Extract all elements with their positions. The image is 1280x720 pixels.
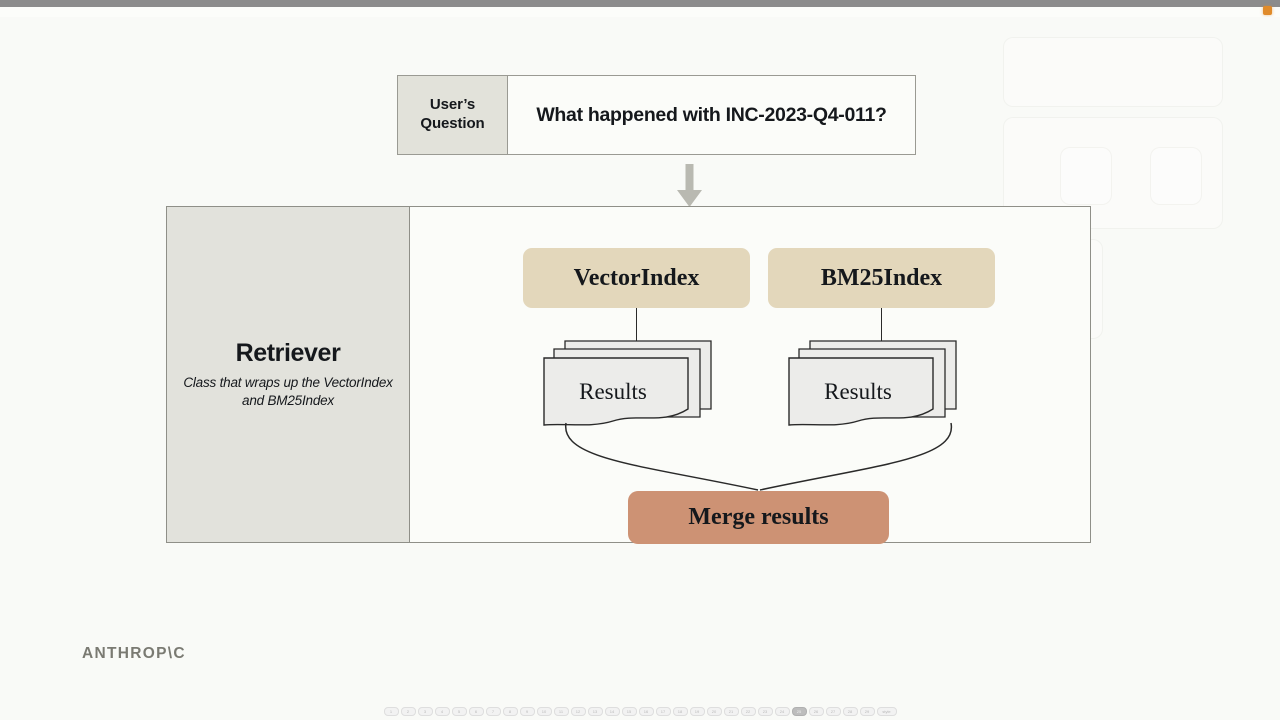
slide-pill-24[interactable]: 24 [774, 707, 790, 716]
slide-pill-style[interactable]: style [876, 707, 897, 716]
slide-pill-10[interactable]: 10 [536, 707, 552, 716]
ghost-shape-3 [1060, 147, 1112, 205]
slide-pill-23[interactable]: 23 [757, 707, 773, 716]
slide-pill-26[interactable]: 26 [808, 707, 824, 716]
slide-pill-13[interactable]: 13 [587, 707, 603, 716]
recording-dot-icon[interactable] [1263, 6, 1272, 15]
slide-pill-11[interactable]: 11 [553, 707, 569, 716]
slide-pill-8[interactable]: 8 [502, 707, 518, 716]
arrow-down-icon [677, 164, 702, 207]
slide-pill-18[interactable]: 18 [672, 707, 688, 716]
slide-pill-27[interactable]: 27 [825, 707, 841, 716]
slide-pill-2[interactable]: 2 [400, 707, 416, 716]
slide-pill-3[interactable]: 3 [417, 707, 433, 716]
top-bar-underlay [0, 7, 1280, 17]
ghost-shape-1 [1003, 37, 1223, 107]
retriever-title: Retriever [235, 338, 341, 367]
slide-pill-25[interactable]: 25 [791, 707, 807, 716]
bm25-index-box[interactable]: BM25Index [768, 248, 995, 308]
retriever-description-pane: Retriever Class that wraps up the Vector… [167, 207, 410, 542]
slide-pill-16[interactable]: 16 [638, 707, 654, 716]
document-stack-icon [788, 340, 957, 426]
merge-results-box[interactable]: Merge results [628, 491, 889, 544]
bm25-results-stack[interactable]: Results [788, 335, 963, 435]
user-question-row: User’s Question What happened with INC-2… [397, 75, 916, 155]
slide-pill-17[interactable]: 17 [655, 707, 671, 716]
slide-pill-9[interactable]: 9 [519, 707, 535, 716]
vector-index-connector [636, 308, 638, 346]
slide-pill-7[interactable]: 7 [485, 707, 501, 716]
user-question-label: User’s Question [398, 76, 508, 154]
slide-pill-22[interactable]: 22 [740, 707, 756, 716]
slide-pill-15[interactable]: 15 [621, 707, 637, 716]
slide-pill-6[interactable]: 6 [468, 707, 484, 716]
slide-pill-5[interactable]: 5 [451, 707, 467, 716]
retriever-panel: Retriever Class that wraps up the Vector… [166, 206, 1091, 544]
user-question-text: What happened with INC-2023-Q4-011? [536, 103, 887, 126]
anthropic-logo: ANTHROP\C [82, 645, 186, 662]
slide-pill-28[interactable]: 28 [842, 707, 858, 716]
browser-top-bar [0, 0, 1280, 7]
slide-pill-20[interactable]: 20 [706, 707, 722, 716]
vector-results-stack[interactable]: Results [543, 335, 718, 435]
bm25-index-connector [881, 308, 883, 346]
retriever-flow-pane: VectorIndex BM25Index Results [410, 207, 1090, 544]
slide-pill-4[interactable]: 4 [434, 707, 450, 716]
slide-canvas: User’s Question What happened with INC-2… [0, 17, 1280, 703]
slide-pill-29[interactable]: 29 [859, 707, 875, 716]
slide-pill-14[interactable]: 14 [604, 707, 620, 716]
slide-pill-12[interactable]: 12 [570, 707, 586, 716]
slide-pill-19[interactable]: 19 [689, 707, 705, 716]
ghost-shape-4 [1150, 147, 1202, 205]
document-stack-icon [543, 340, 712, 426]
slide-pill-1[interactable]: 1 [383, 707, 399, 716]
slide-pill-21[interactable]: 21 [723, 707, 739, 716]
retriever-subtitle: Class that wraps up the VectorIndex and … [183, 374, 393, 408]
vector-index-box[interactable]: VectorIndex [523, 248, 750, 308]
